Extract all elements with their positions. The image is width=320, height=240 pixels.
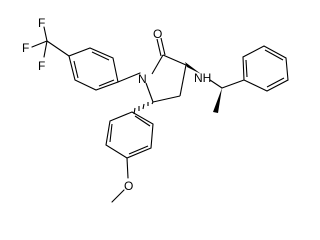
amine-carbon-bond: [209, 79, 223, 89]
pyrrolidinone-ring: O N: [138, 27, 187, 103]
wedge-bond-methyl: [213, 88, 222, 113]
carbonyl-oxygen-label: O: [153, 27, 162, 41]
wedge-bond-amine: [185, 62, 201, 74]
molecule-drawing: F F F O N NH: [22, 16, 289, 203]
trifluoromethyl-group: F F F: [22, 16, 70, 73]
phenyl-ring: [242, 45, 289, 92]
fluorine-label-left: F: [22, 41, 29, 55]
methoxy-oxygen-label: O: [124, 179, 133, 193]
amine-nh-label: NH: [194, 71, 211, 85]
fluorine-label-bottom: F: [38, 59, 45, 73]
benzylic-bond: [221, 79, 245, 89]
chemical-structure-diagram: F F F O N NH: [22, 16, 289, 203]
hashed-wedge-bond-aryl: [133, 101, 154, 115]
trifluoromethylphenyl-ring: [68, 47, 119, 91]
methoxyphenyl-ring: [105, 111, 154, 159]
ring-nitrogen-label: N: [138, 72, 147, 86]
aryl-oxygen-bond: [126, 157, 129, 179]
fluorine-label-top: F: [38, 16, 45, 30]
aryl-nitrogen-bond: [117, 72, 141, 83]
methyl-oxygen-bond: [111, 189, 125, 203]
